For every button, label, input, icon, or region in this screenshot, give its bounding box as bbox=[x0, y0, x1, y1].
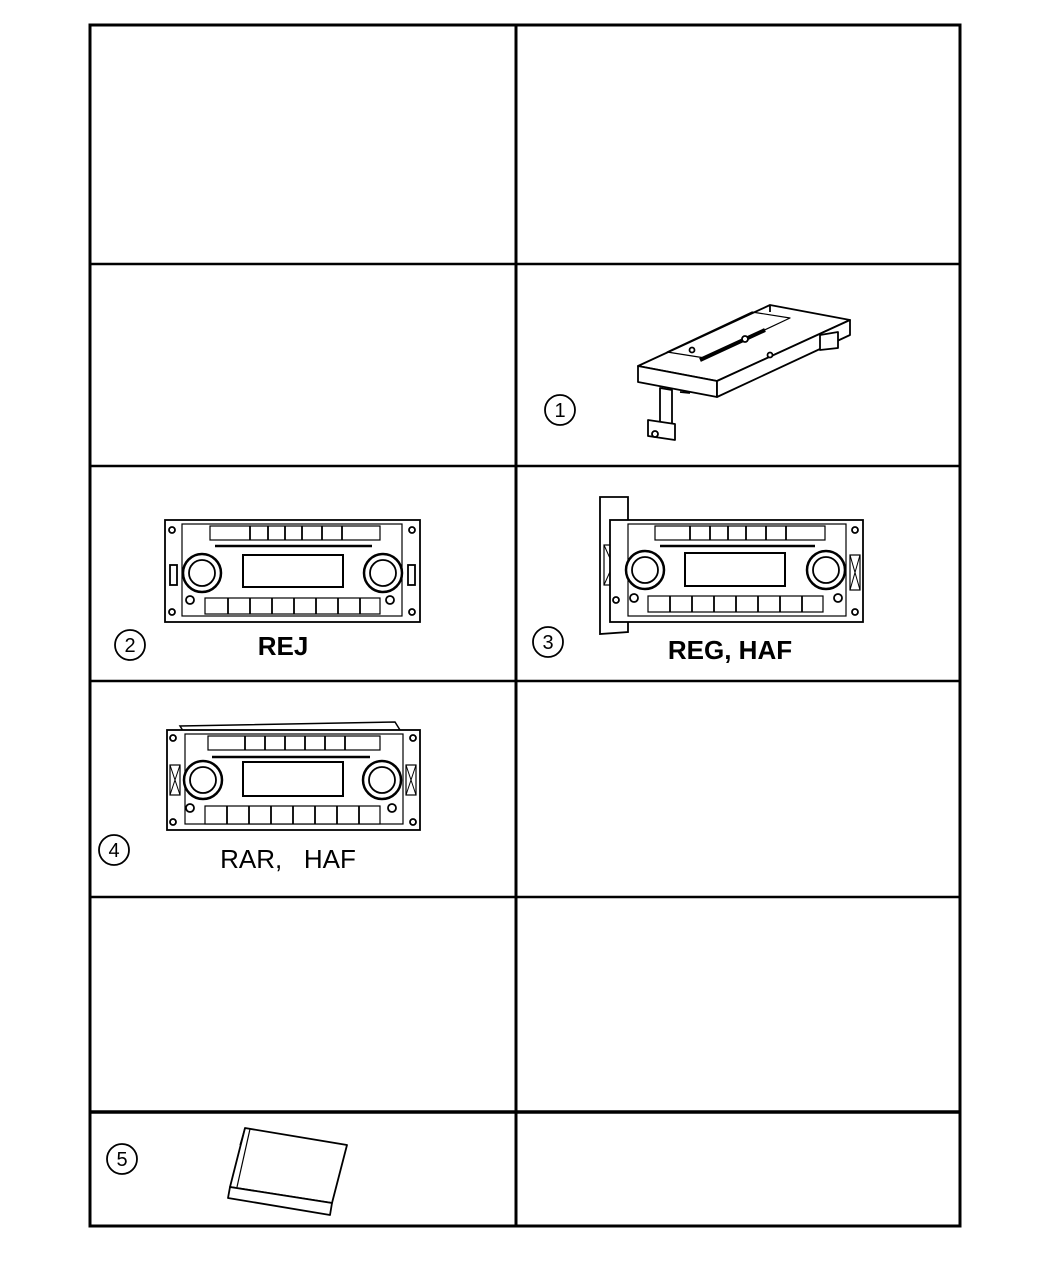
callout-number-5: 5 bbox=[116, 1149, 127, 1171]
radio-manual-booklet bbox=[227, 1127, 348, 1216]
callout-number-3: 3 bbox=[542, 632, 553, 654]
radio-mounting-bracket bbox=[637, 304, 851, 441]
callout-number-1: 1 bbox=[554, 400, 565, 422]
callout-number-2: 2 bbox=[124, 635, 135, 657]
cell-item-4: 4 RAR, HAF bbox=[98, 721, 421, 874]
radio-reg-haf-faceplate bbox=[599, 496, 864, 635]
radio-rej-faceplate bbox=[164, 519, 421, 623]
callout-3: 3 bbox=[532, 626, 564, 658]
cell-item-3: 3 REG, HAF bbox=[532, 496, 864, 665]
callout-number-4: 4 bbox=[108, 840, 119, 862]
sales-code-label-2: REJ bbox=[258, 631, 309, 661]
sales-code-label-4: RAR, HAF bbox=[220, 844, 356, 874]
callout-1: 1 bbox=[544, 394, 576, 426]
sales-code-label-3: REG, HAF bbox=[668, 635, 792, 665]
callout-2: 2 bbox=[114, 629, 146, 661]
cell-item-2: 2 REJ bbox=[114, 519, 421, 661]
callout-5: 5 bbox=[106, 1143, 138, 1175]
cell-item-1: 1 bbox=[544, 304, 851, 441]
radio-rar-haf-faceplate bbox=[166, 721, 421, 831]
callout-4: 4 bbox=[98, 834, 130, 866]
cell-item-5: 5 bbox=[106, 1127, 348, 1216]
parts-grid bbox=[88, 23, 962, 1228]
